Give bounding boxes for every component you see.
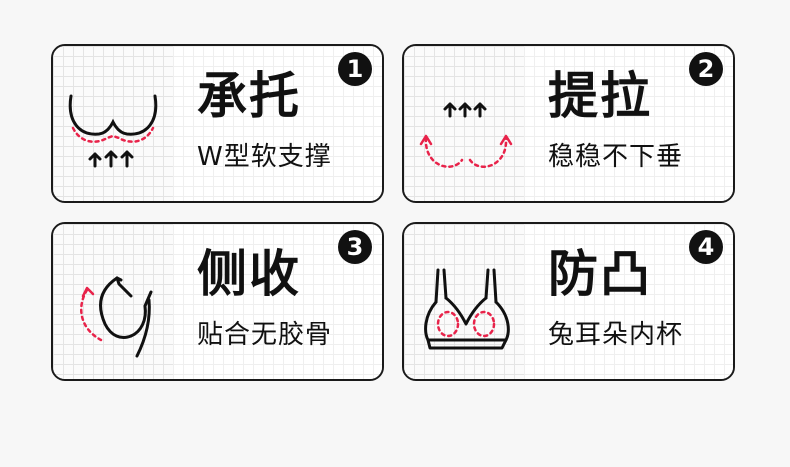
feature-card-lift: 提拉 稳稳不下垂 2 xyxy=(402,44,735,203)
card-title: 防凸 xyxy=(548,245,652,303)
grid-background xyxy=(404,46,524,201)
card-title: 提拉 xyxy=(548,67,652,125)
number-badge: 2 xyxy=(689,52,723,86)
card-title: 侧收 xyxy=(197,245,301,303)
lift-icon xyxy=(419,102,513,168)
feature-card-side-gather: 侧收 贴合无胶骨 3 xyxy=(51,222,384,381)
number-badge: 3 xyxy=(338,230,372,264)
card-subtitle: 贴合无胶骨 xyxy=(197,320,333,350)
card-subtitle: 兔耳朵内杯 xyxy=(548,320,684,350)
number-badge: 4 xyxy=(689,230,723,264)
grid-background xyxy=(53,224,173,379)
grid-background xyxy=(404,224,524,379)
card-subtitle: W型软支撑 xyxy=(197,142,332,172)
feature-card-support: 承托 W型软支撑 1 xyxy=(51,44,384,203)
card-subtitle: 稳稳不下垂 xyxy=(548,142,684,172)
number-badge: 1 xyxy=(338,52,372,86)
card-title: 承托 xyxy=(197,67,301,125)
grid-background xyxy=(524,224,733,379)
side-gather-icon xyxy=(80,276,153,358)
w-support-icon xyxy=(68,94,158,168)
bra-cup-icon xyxy=(424,268,510,350)
feature-card-anti-bulge: 防凸 兔耳朵内杯 4 xyxy=(402,222,735,381)
